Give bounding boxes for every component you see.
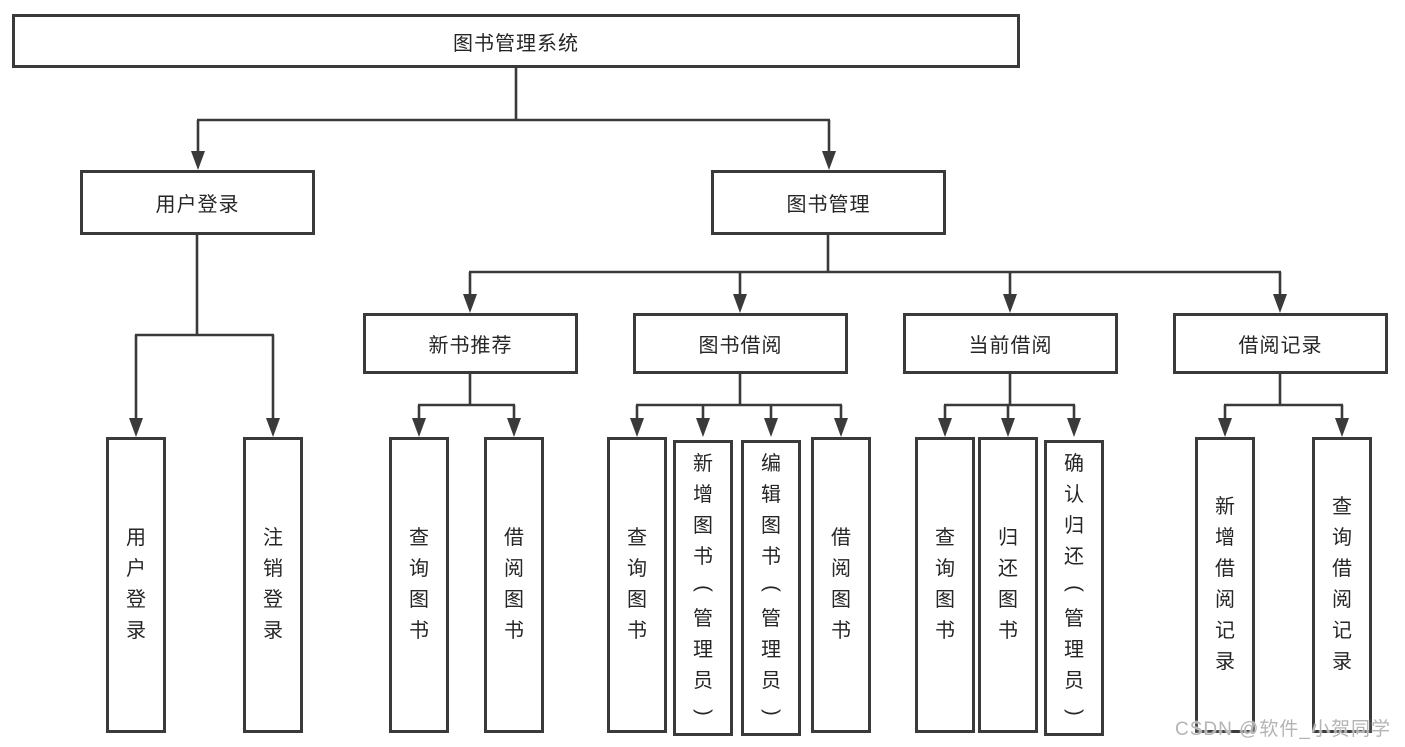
- leaf-add-borrow-record: 新增借阅记录: [1195, 437, 1255, 733]
- node-root: 图书管理系统: [12, 14, 1020, 68]
- node-new-book-recommend-label: 新书推荐: [428, 335, 513, 357]
- node-book-borrow: 图书借阅: [633, 313, 848, 374]
- leaf-add-books-admin: 新增图书(管理员): [673, 440, 733, 736]
- leaf-query-books-recommend: 查询图书: [389, 437, 449, 733]
- leaf-query-books-borrow: 查询图书: [607, 437, 667, 733]
- node-current-borrow: 当前借阅: [903, 313, 1118, 374]
- node-new-book-recommend: 新书推荐: [363, 313, 578, 374]
- node-borrow-records: 借阅记录: [1173, 313, 1388, 374]
- csdn-watermark: CSDN @软件_小贺同学: [1175, 719, 1391, 740]
- leaf-query-borrow-record: 查询借阅记录: [1312, 437, 1372, 733]
- node-borrow-records-label: 借阅记录: [1238, 335, 1323, 357]
- node-root-label: 图书管理系统: [453, 32, 579, 55]
- leaf-logout: 注销登录: [243, 437, 303, 733]
- node-book-management-label: 图书管理: [786, 194, 871, 216]
- leaf-edit-books-admin: 编辑图书(管理员): [741, 440, 801, 736]
- leaf-return-books: 归还图书: [978, 437, 1038, 733]
- leaf-query-books-current: 查询图书: [915, 437, 975, 733]
- node-book-management: 图书管理: [711, 170, 946, 235]
- leaf-user-login: 用户登录: [106, 437, 166, 733]
- node-current-borrow-label: 当前借阅: [968, 335, 1053, 357]
- node-user-login-label: 用户登录: [155, 194, 240, 216]
- node-user-login: 用户登录: [80, 170, 315, 235]
- leaf-borrow-books-recommend: 借阅图书: [484, 437, 544, 733]
- leaf-borrow-books: 借阅图书: [811, 437, 871, 733]
- leaf-confirm-return-admin: 确认归还(管理员): [1044, 440, 1104, 736]
- node-book-borrow-label: 图书借阅: [698, 335, 783, 357]
